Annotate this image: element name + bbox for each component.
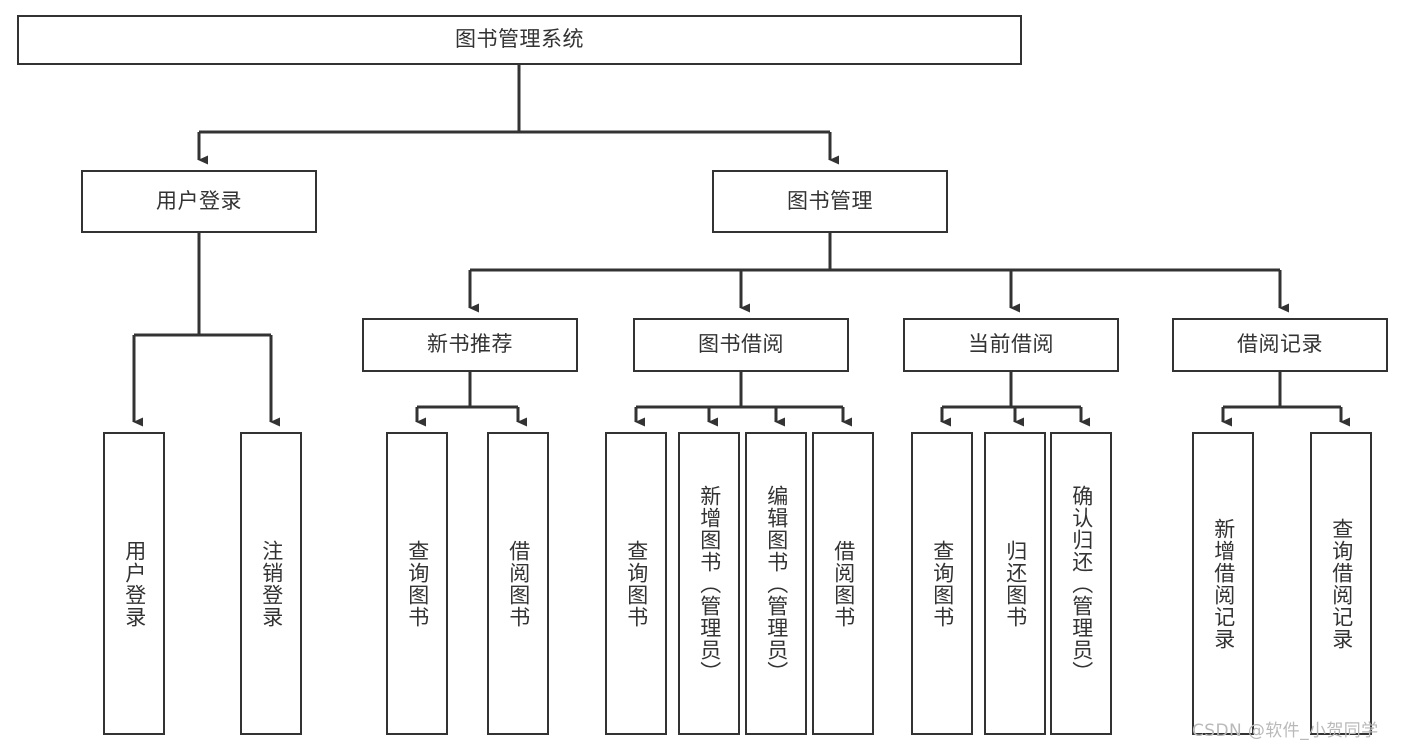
node-leaf-borrow-book-2[interactable]: 借阅图书 — [812, 432, 874, 735]
node-leaf-query-book-3[interactable]: 查询图书 — [911, 432, 973, 735]
node-borrow-record[interactable]: 借阅记录 — [1172, 318, 1388, 372]
node-leaf-query-book-2-label: 查询图书 — [624, 539, 649, 628]
node-leaf-query-record-label: 查询借阅记录 — [1329, 517, 1354, 650]
node-leaf-user-logout-label: 注销登录 — [259, 539, 284, 628]
node-leaf-add-book[interactable]: 新增图书（管理员） — [678, 432, 740, 735]
node-user-login[interactable]: 用户登录 — [81, 170, 317, 233]
node-user-login-label: 用户登录 — [156, 188, 242, 213]
node-leaf-user-login[interactable]: 用户登录 — [103, 432, 165, 735]
node-leaf-query-book-1-label: 查询图书 — [405, 539, 430, 628]
node-root[interactable]: 图书管理系统 — [17, 15, 1022, 65]
node-book-borrow-label: 图书借阅 — [698, 332, 784, 357]
node-leaf-query-book-1[interactable]: 查询图书 — [386, 432, 448, 735]
node-leaf-add-record[interactable]: 新增借阅记录 — [1192, 432, 1254, 735]
node-leaf-return-book-label: 归还图书 — [1003, 539, 1028, 628]
node-leaf-add-book-label: 新增图书（管理员） — [697, 484, 722, 683]
edges-group — [132, 65, 1350, 427]
node-new-book-recommend[interactable]: 新书推荐 — [362, 318, 578, 372]
node-leaf-user-logout[interactable]: 注销登录 — [240, 432, 302, 735]
node-leaf-user-login-label: 用户登录 — [122, 539, 147, 628]
node-leaf-query-book-3-label: 查询图书 — [930, 539, 955, 628]
node-current-borrow[interactable]: 当前借阅 — [903, 318, 1119, 372]
node-leaf-edit-book-label: 编辑图书（管理员） — [764, 484, 789, 683]
node-book-manage[interactable]: 图书管理 — [712, 170, 948, 233]
node-leaf-borrow-book-2-label: 借阅图书 — [831, 539, 856, 628]
node-new-book-recommend-label: 新书推荐 — [427, 332, 513, 357]
node-leaf-confirm-return-label: 确认归还（管理员） — [1069, 484, 1094, 683]
node-leaf-borrow-book-1-label: 借阅图书 — [506, 539, 531, 628]
node-leaf-return-book[interactable]: 归还图书 — [984, 432, 1046, 735]
node-leaf-add-record-label: 新增借阅记录 — [1211, 517, 1236, 650]
node-leaf-borrow-book-1[interactable]: 借阅图书 — [487, 432, 549, 735]
node-leaf-edit-book[interactable]: 编辑图书（管理员） — [745, 432, 807, 735]
node-book-borrow[interactable]: 图书借阅 — [633, 318, 849, 372]
node-root-label: 图书管理系统 — [455, 27, 584, 52]
node-borrow-record-label: 借阅记录 — [1237, 332, 1323, 357]
node-leaf-confirm-return[interactable]: 确认归还（管理员） — [1050, 432, 1112, 735]
node-current-borrow-label: 当前借阅 — [968, 332, 1054, 357]
node-book-manage-label: 图书管理 — [787, 188, 873, 213]
node-leaf-query-book-2[interactable]: 查询图书 — [605, 432, 667, 735]
node-leaf-query-record[interactable]: 查询借阅记录 — [1310, 432, 1372, 735]
